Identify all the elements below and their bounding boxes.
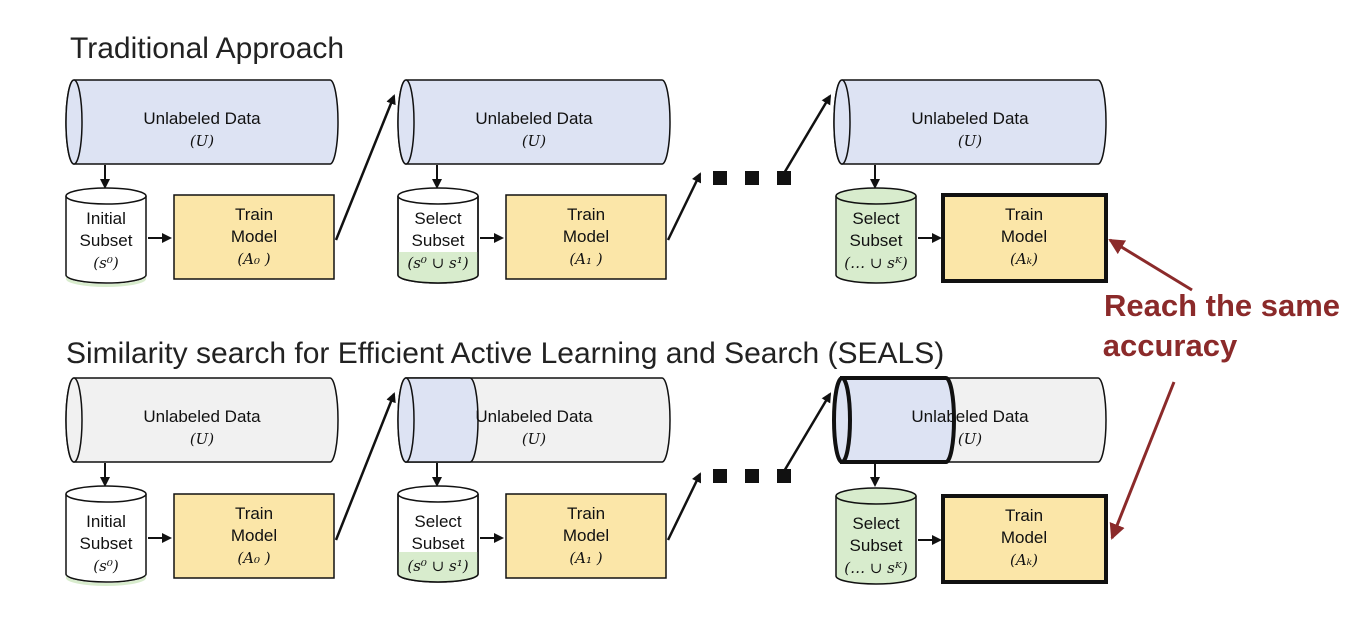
ellipsis — [713, 469, 791, 483]
select-subset-cylinder: Select Subset (s⁰ ∪ s¹) — [397, 485, 479, 583]
arrow — [666, 172, 702, 241]
subset-symbol: (… ∪ sᴷ) — [844, 559, 908, 577]
subset-label: Initial — [86, 209, 126, 228]
unlabeled-data-symbol: (U) — [190, 430, 214, 448]
unlabeled-data-label: Unlabeled Data — [143, 407, 261, 426]
subset-label: Subset — [850, 536, 903, 555]
unlabeled-data-cylinder: Unlabeled Data (U) — [397, 79, 671, 165]
traditional-title: Traditional Approach — [70, 32, 344, 65]
train-symbol: (A₁ ) — [569, 549, 602, 567]
train-model-box: Train Model (A₀ ) — [173, 194, 335, 280]
train-label: Model — [1001, 227, 1047, 246]
callout-line-1: Reach the same — [1104, 288, 1340, 323]
unlabeled-data-symbol: (U) — [522, 132, 546, 150]
unlabeled-data-cylinder: Unlabeled Data (U) — [65, 377, 339, 463]
unlabeled-data-cylinder: Unlabeled Data (U) — [65, 79, 339, 165]
subset-label: Subset — [412, 231, 465, 250]
train-model-box: Train Model (A₁ ) — [505, 194, 667, 280]
callout-arrow-up — [1108, 238, 1193, 292]
train-label: Train — [1005, 506, 1043, 525]
accuracy-callout: Reach the same accuracy — [1103, 238, 1340, 540]
train-label: Train — [567, 504, 605, 523]
callout-arrow-down — [1109, 381, 1176, 540]
arrow — [334, 94, 396, 241]
train-symbol: (Aₖ) — [1010, 551, 1038, 569]
train-label: Model — [1001, 528, 1047, 547]
unlabeled-data-label: Unlabeled Data — [475, 407, 593, 426]
seals-title: Similarity search for Efficient Active L… — [66, 337, 944, 370]
arrow — [778, 94, 832, 181]
ellipsis — [713, 171, 791, 185]
train-label: Model — [231, 526, 277, 545]
subset-label: Subset — [850, 231, 903, 250]
subset-label: Select — [852, 209, 900, 228]
unlabeled-data-label: Unlabeled Data — [911, 109, 1029, 128]
unlabeled-data-cylinder: Unlabeled Data (U) — [832, 376, 1107, 464]
select-subset-cylinder: Select Subset (… ∪ sᴷ) — [835, 187, 917, 284]
unlabeled-data-cylinder: Unlabeled Data (U) — [833, 79, 1107, 165]
subset-label: Select — [414, 512, 462, 531]
unlabeled-data-symbol: (U) — [958, 430, 982, 448]
subset-label: Subset — [412, 534, 465, 553]
subset-symbol: (… ∪ sᴷ) — [844, 254, 908, 272]
unlabeled-data-label: Unlabeled Data — [143, 109, 261, 128]
train-label: Model — [563, 227, 609, 246]
subset-label: Initial — [86, 512, 126, 531]
train-model-box: Train Model (A₀ ) — [173, 493, 335, 579]
callout-line-2: accuracy — [1103, 328, 1238, 363]
train-label: Model — [563, 526, 609, 545]
train-label: Model — [231, 227, 277, 246]
arrow — [666, 472, 702, 541]
select-subset-cylinder: Select Subset (s⁰ ∪ s¹) — [397, 187, 479, 284]
train-symbol: (A₀ ) — [237, 250, 270, 268]
subset-symbol: (s⁰ ∪ s¹) — [407, 557, 468, 575]
train-symbol: (A₁ ) — [569, 250, 602, 268]
unlabeled-data-label: Unlabeled Data — [911, 407, 1029, 426]
select-subset-cylinder: Select Subset (… ∪ sᴷ) — [835, 487, 917, 585]
train-label: Train — [235, 205, 273, 224]
subset-symbol: (s⁰ ∪ s¹) — [407, 254, 468, 272]
train-label: Train — [567, 205, 605, 224]
subset-label: Subset — [80, 534, 133, 553]
train-symbol: (Aₖ) — [1010, 250, 1038, 268]
train-model-box-final: Train Model (Aₖ) — [941, 494, 1108, 584]
unlabeled-data-cylinder: Unlabeled Data (U) — [397, 377, 671, 463]
train-label: Train — [1005, 205, 1043, 224]
subset-symbol: (s⁰) — [93, 557, 119, 575]
unlabeled-data-symbol: (U) — [522, 430, 546, 448]
unlabeled-data-symbol: (U) — [190, 132, 214, 150]
subset-label: Subset — [80, 231, 133, 250]
unlabeled-data-label: Unlabeled Data — [475, 109, 593, 128]
train-symbol: (A₀ ) — [237, 549, 270, 567]
train-model-box-final: Train Model (Aₖ) — [941, 193, 1108, 283]
arrow — [778, 392, 832, 479]
initial-subset-cylinder: Initial Subset (s⁰) — [65, 485, 147, 586]
unlabeled-data-symbol: (U) — [958, 132, 982, 150]
subset-label: Select — [414, 209, 462, 228]
train-model-box: Train Model (A₁ ) — [505, 493, 667, 579]
initial-subset-cylinder: Initial Subset (s⁰) — [65, 187, 147, 287]
subset-symbol: (s⁰) — [93, 254, 119, 272]
arrow — [334, 392, 396, 541]
subset-label: Select — [852, 514, 900, 533]
train-label: Train — [235, 504, 273, 523]
